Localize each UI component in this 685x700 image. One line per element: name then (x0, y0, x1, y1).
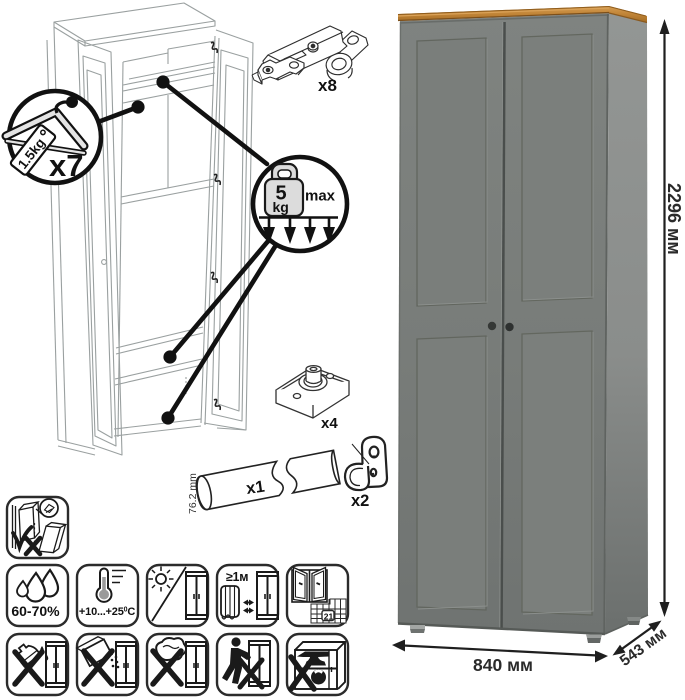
svg-text:max: max (305, 188, 336, 205)
svg-text:kg: kg (273, 199, 289, 215)
svg-text:+10...+250С: +10...+250С (79, 606, 135, 618)
svg-text:x8: x8 (318, 76, 337, 95)
svg-text:2296 мм: 2296 мм (664, 183, 684, 255)
svg-text:≥1м: ≥1м (226, 570, 248, 584)
svg-text:x4: x4 (321, 415, 338, 432)
svg-text:76.2 mm: 76.2 mm (187, 473, 199, 514)
svg-text:21: 21 (324, 612, 334, 622)
svg-text:x1: x1 (245, 478, 266, 498)
svg-text:x2: x2 (351, 492, 369, 510)
svg-text:x7: x7 (49, 148, 83, 183)
svg-text:840 мм: 840 мм (473, 655, 533, 675)
svg-text:60-70%: 60-70% (11, 603, 60, 619)
svg-text:5: 5 (276, 183, 287, 205)
